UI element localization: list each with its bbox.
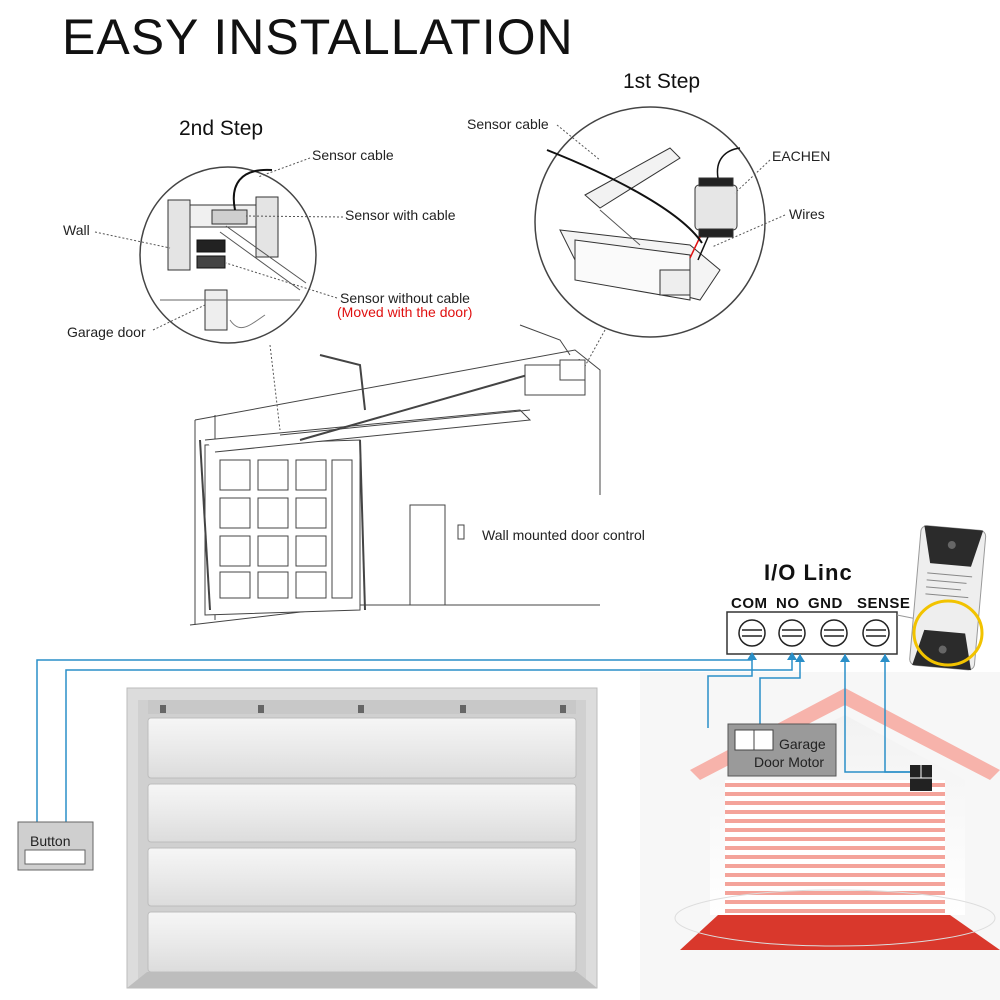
step2-heading: 2nd Step — [179, 117, 264, 140]
motor-label-line2: Door Motor — [754, 754, 825, 770]
leader-lines — [94, 124, 786, 431]
step2-callout — [139, 166, 317, 344]
step2-sensor-cable-label: Sensor cable — [312, 147, 394, 163]
wire-arrowheads — [747, 652, 890, 662]
step1-callout — [534, 106, 766, 338]
terminal-sense-label: SENSE — [857, 595, 911, 612]
house-icon — [640, 672, 1000, 1000]
step2-sensor-without-cable-label: Sensor without cable — [340, 290, 470, 306]
garage-door-photo — [126, 687, 598, 989]
step1-brand-label: EACHEN — [772, 148, 831, 164]
smart-garage-device — [896, 525, 987, 671]
terminal-gnd-label: GND — [808, 595, 843, 612]
page-title: EASY INSTALLATION — [62, 9, 574, 65]
step2-sensor-with-cable-label: Sensor with cable — [345, 207, 456, 223]
door-sensor — [910, 765, 932, 791]
wall-control-label: Wall mounted door control — [482, 527, 645, 543]
step2-garage-door-label: Garage door — [67, 324, 146, 340]
step1-sensor-cable-label: Sensor cable — [467, 116, 549, 132]
button-label: Button — [30, 833, 71, 849]
garage-line-drawing — [189, 324, 601, 626]
io-linc-title: I/O Linc — [764, 560, 853, 585]
button-box — [17, 821, 94, 871]
io-linc-block — [726, 611, 898, 655]
step2-moved-note: (Moved with the door) — [337, 304, 473, 320]
step2-wall-label: Wall — [63, 222, 90, 238]
step1-wires-label: Wires — [789, 206, 825, 222]
terminal-com-label: COM — [731, 595, 768, 612]
step1-heading: 1st Step — [623, 70, 701, 93]
terminal-no-label: NO — [776, 595, 800, 612]
motor-box — [727, 723, 837, 777]
motor-label-line1: Garage — [779, 736, 826, 752]
